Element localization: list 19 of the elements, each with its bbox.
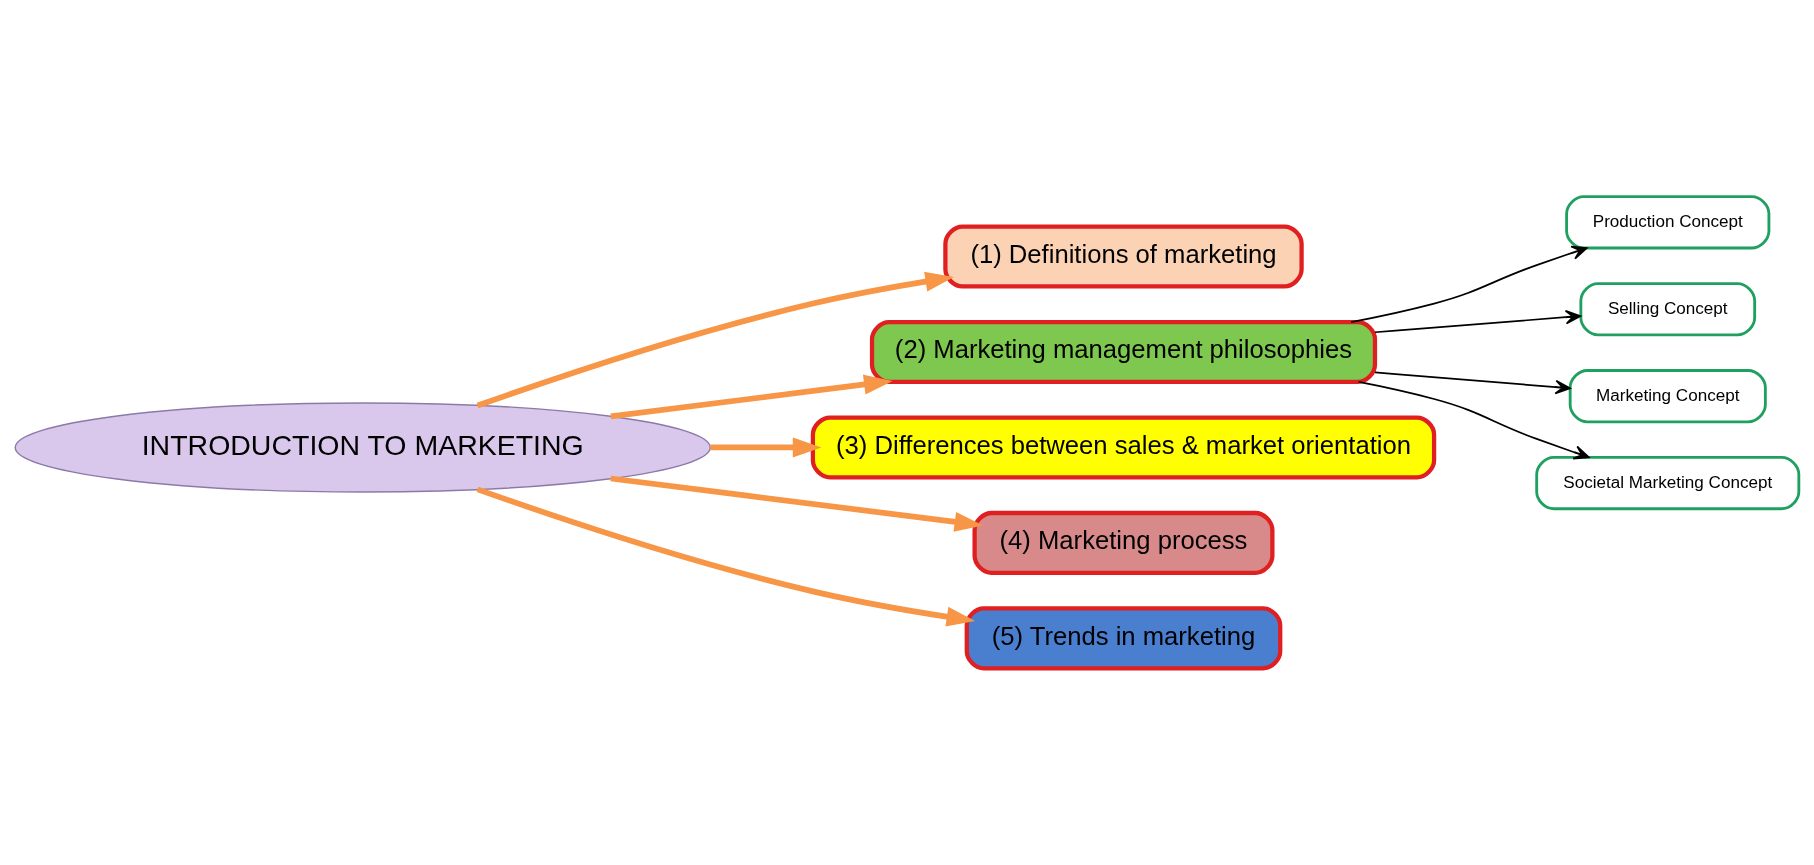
arrow <box>610 374 893 420</box>
arrow <box>1374 371 1571 395</box>
node-box: Production Concept <box>1565 195 1771 250</box>
node-ellipse: INTRODUCTION TO MARKETING <box>14 402 711 493</box>
arrow <box>1374 309 1582 334</box>
node-box: Societal Marketing Concept <box>1535 456 1801 511</box>
arrow <box>610 475 984 532</box>
node-box: (2) Marketing management philosophies <box>869 319 1378 385</box>
arrow <box>1350 245 1588 323</box>
arrow <box>476 271 954 409</box>
node-box: Selling Concept <box>1579 282 1757 337</box>
node-box: (5) Trends in marketing <box>964 606 1283 671</box>
arrow <box>710 437 822 458</box>
node-box: (1) Definitions of marketing <box>943 224 1304 289</box>
node-box: (3) Differences between sales & market orientation <box>810 415 1437 480</box>
arrow <box>1357 381 1590 460</box>
node-box: Marketing Concept <box>1568 369 1767 424</box>
node-box: (4) Marketing process <box>972 510 1275 575</box>
arrow <box>476 486 976 627</box>
